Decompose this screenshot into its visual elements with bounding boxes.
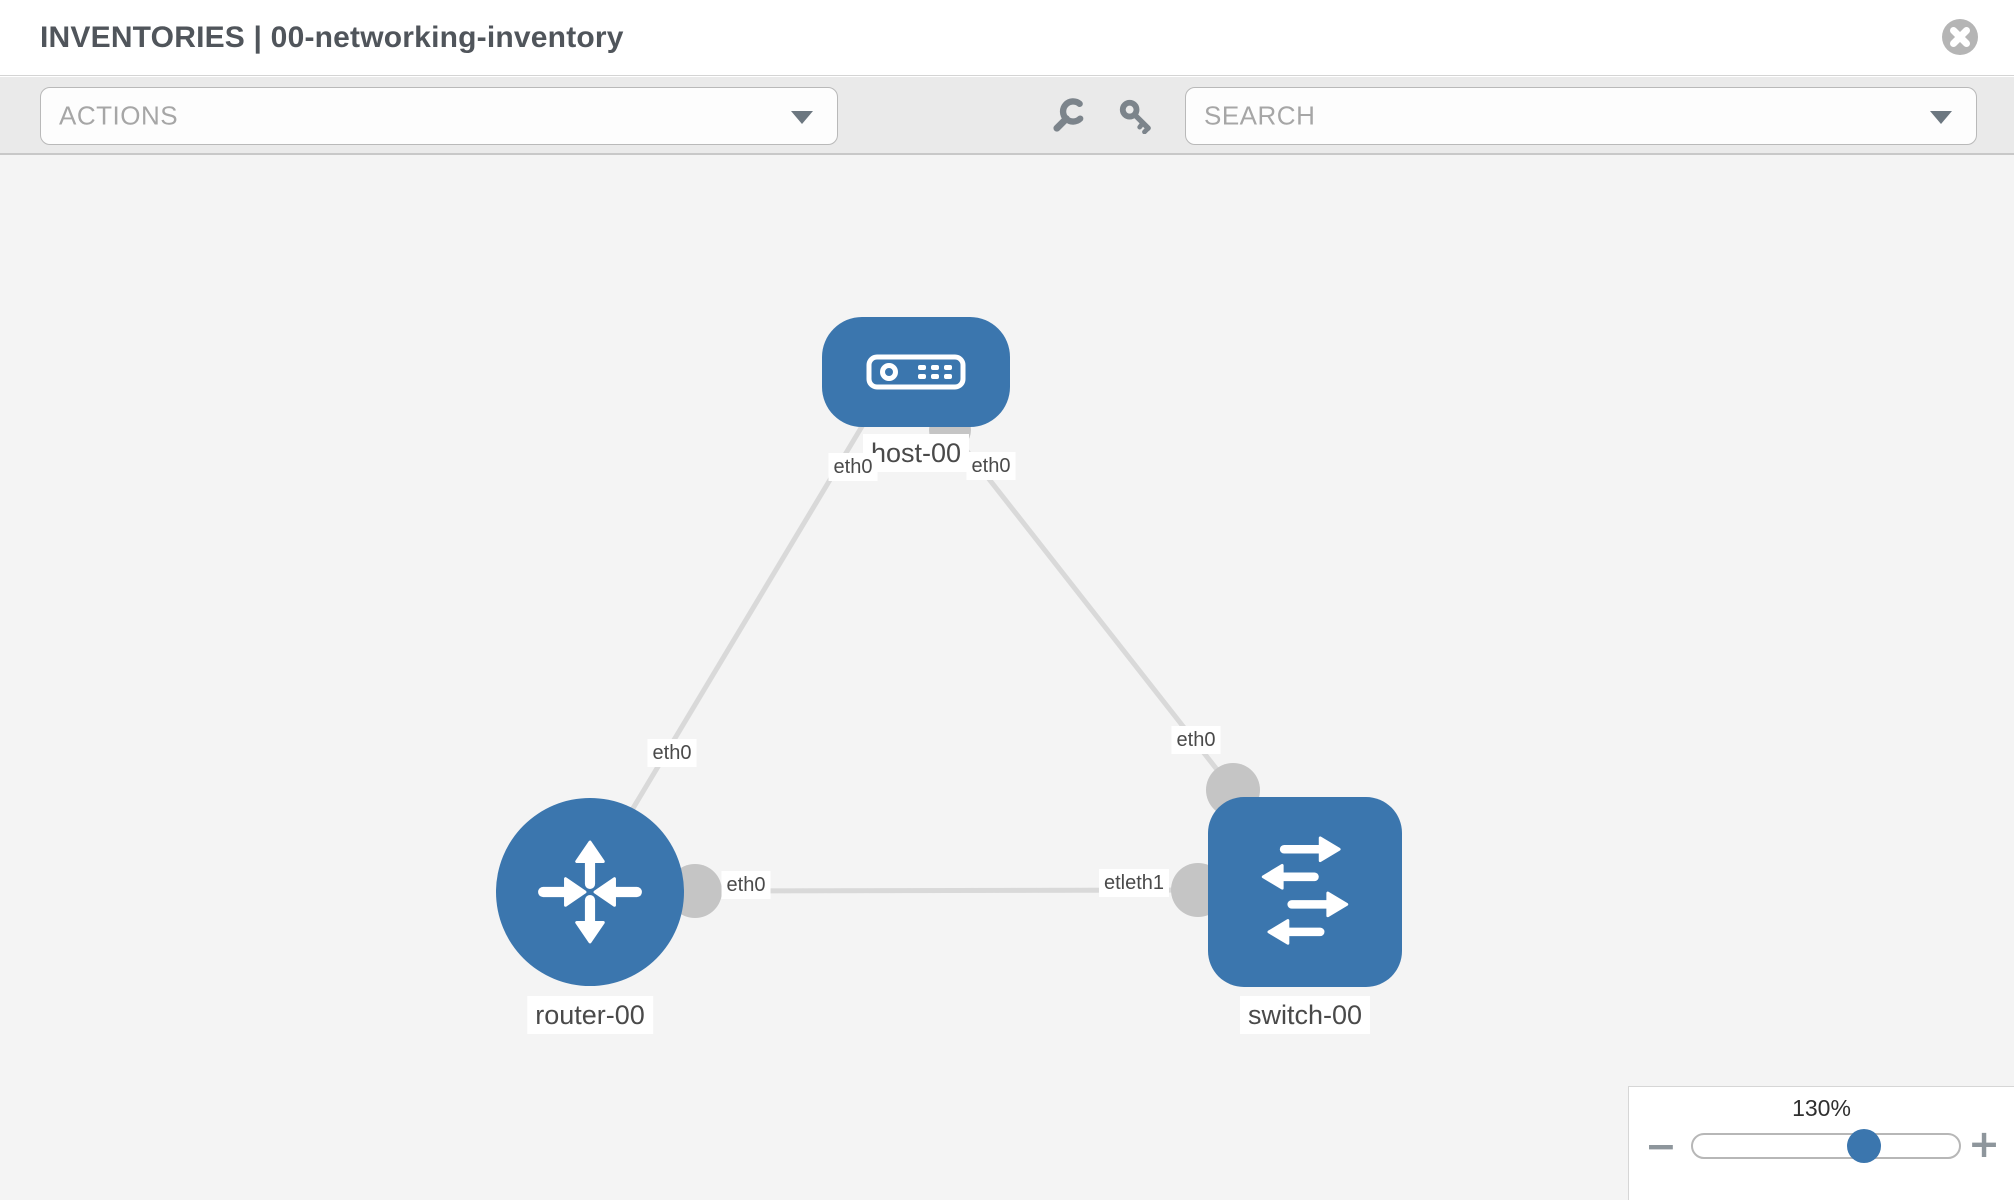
router-icon (538, 840, 642, 944)
zoom-out-button[interactable]: − (1645, 1124, 1677, 1168)
toolbar: ACTIONS SEARCH (0, 77, 2014, 155)
actions-placeholder: ACTIONS (59, 100, 179, 131)
interface-label-router-link: eth0 (721, 871, 771, 899)
host-icon (866, 354, 966, 390)
node-label-router: router-00 (527, 996, 653, 1035)
zoom-in-button[interactable]: + (1968, 1122, 2000, 1166)
zoom-level: 130% (1792, 1095, 1851, 1121)
wrench-icon (1053, 97, 1084, 132)
chevron-down-icon (791, 111, 813, 124)
key-button[interactable] (1116, 97, 1156, 137)
page-header: INVENTORIES | 00-networking-inventory (0, 0, 2014, 76)
wrench-button[interactable] (1048, 97, 1088, 137)
node-label-host: host-00 (862, 434, 970, 473)
chevron-down-icon (1930, 111, 1952, 124)
switch-icon (1261, 836, 1349, 945)
close-button[interactable] (1940, 17, 1980, 57)
page-title: INVENTORIES | 00-networking-inventory (40, 20, 624, 54)
node-label-switch: switch-00 (1239, 996, 1371, 1035)
link-layer (602, 409, 1260, 918)
actions-dropdown[interactable]: ACTIONS (40, 87, 838, 145)
interface-label-host-right: eth0 (966, 452, 1016, 480)
link-host-router[interactable] (602, 411, 873, 857)
zoom-slider-thumb[interactable] (1847, 1129, 1881, 1163)
node-host-00[interactable] (822, 317, 1010, 427)
node-switch-00[interactable] (1208, 797, 1402, 987)
zoom-slider[interactable] (1691, 1129, 1961, 1163)
search-placeholder: SEARCH (1204, 100, 1316, 131)
interface-label-host-left: eth0 (828, 453, 878, 481)
interface-label-switch-link: etleth1 (1098, 869, 1170, 897)
interface-label-router-diag: eth0 (647, 739, 697, 767)
zoom-panel: 130% − + (1628, 1086, 2014, 1200)
interface-label-switch-diag: eth0 (1171, 726, 1221, 754)
close-icon (1942, 19, 1978, 55)
topology-canvas[interactable]: host-00 router-00 switch-00 eth0 eth0 et… (0, 155, 2014, 1200)
search-dropdown[interactable]: SEARCH (1185, 87, 1977, 145)
node-router-00[interactable] (496, 798, 684, 986)
key-icon (1119, 99, 1151, 134)
